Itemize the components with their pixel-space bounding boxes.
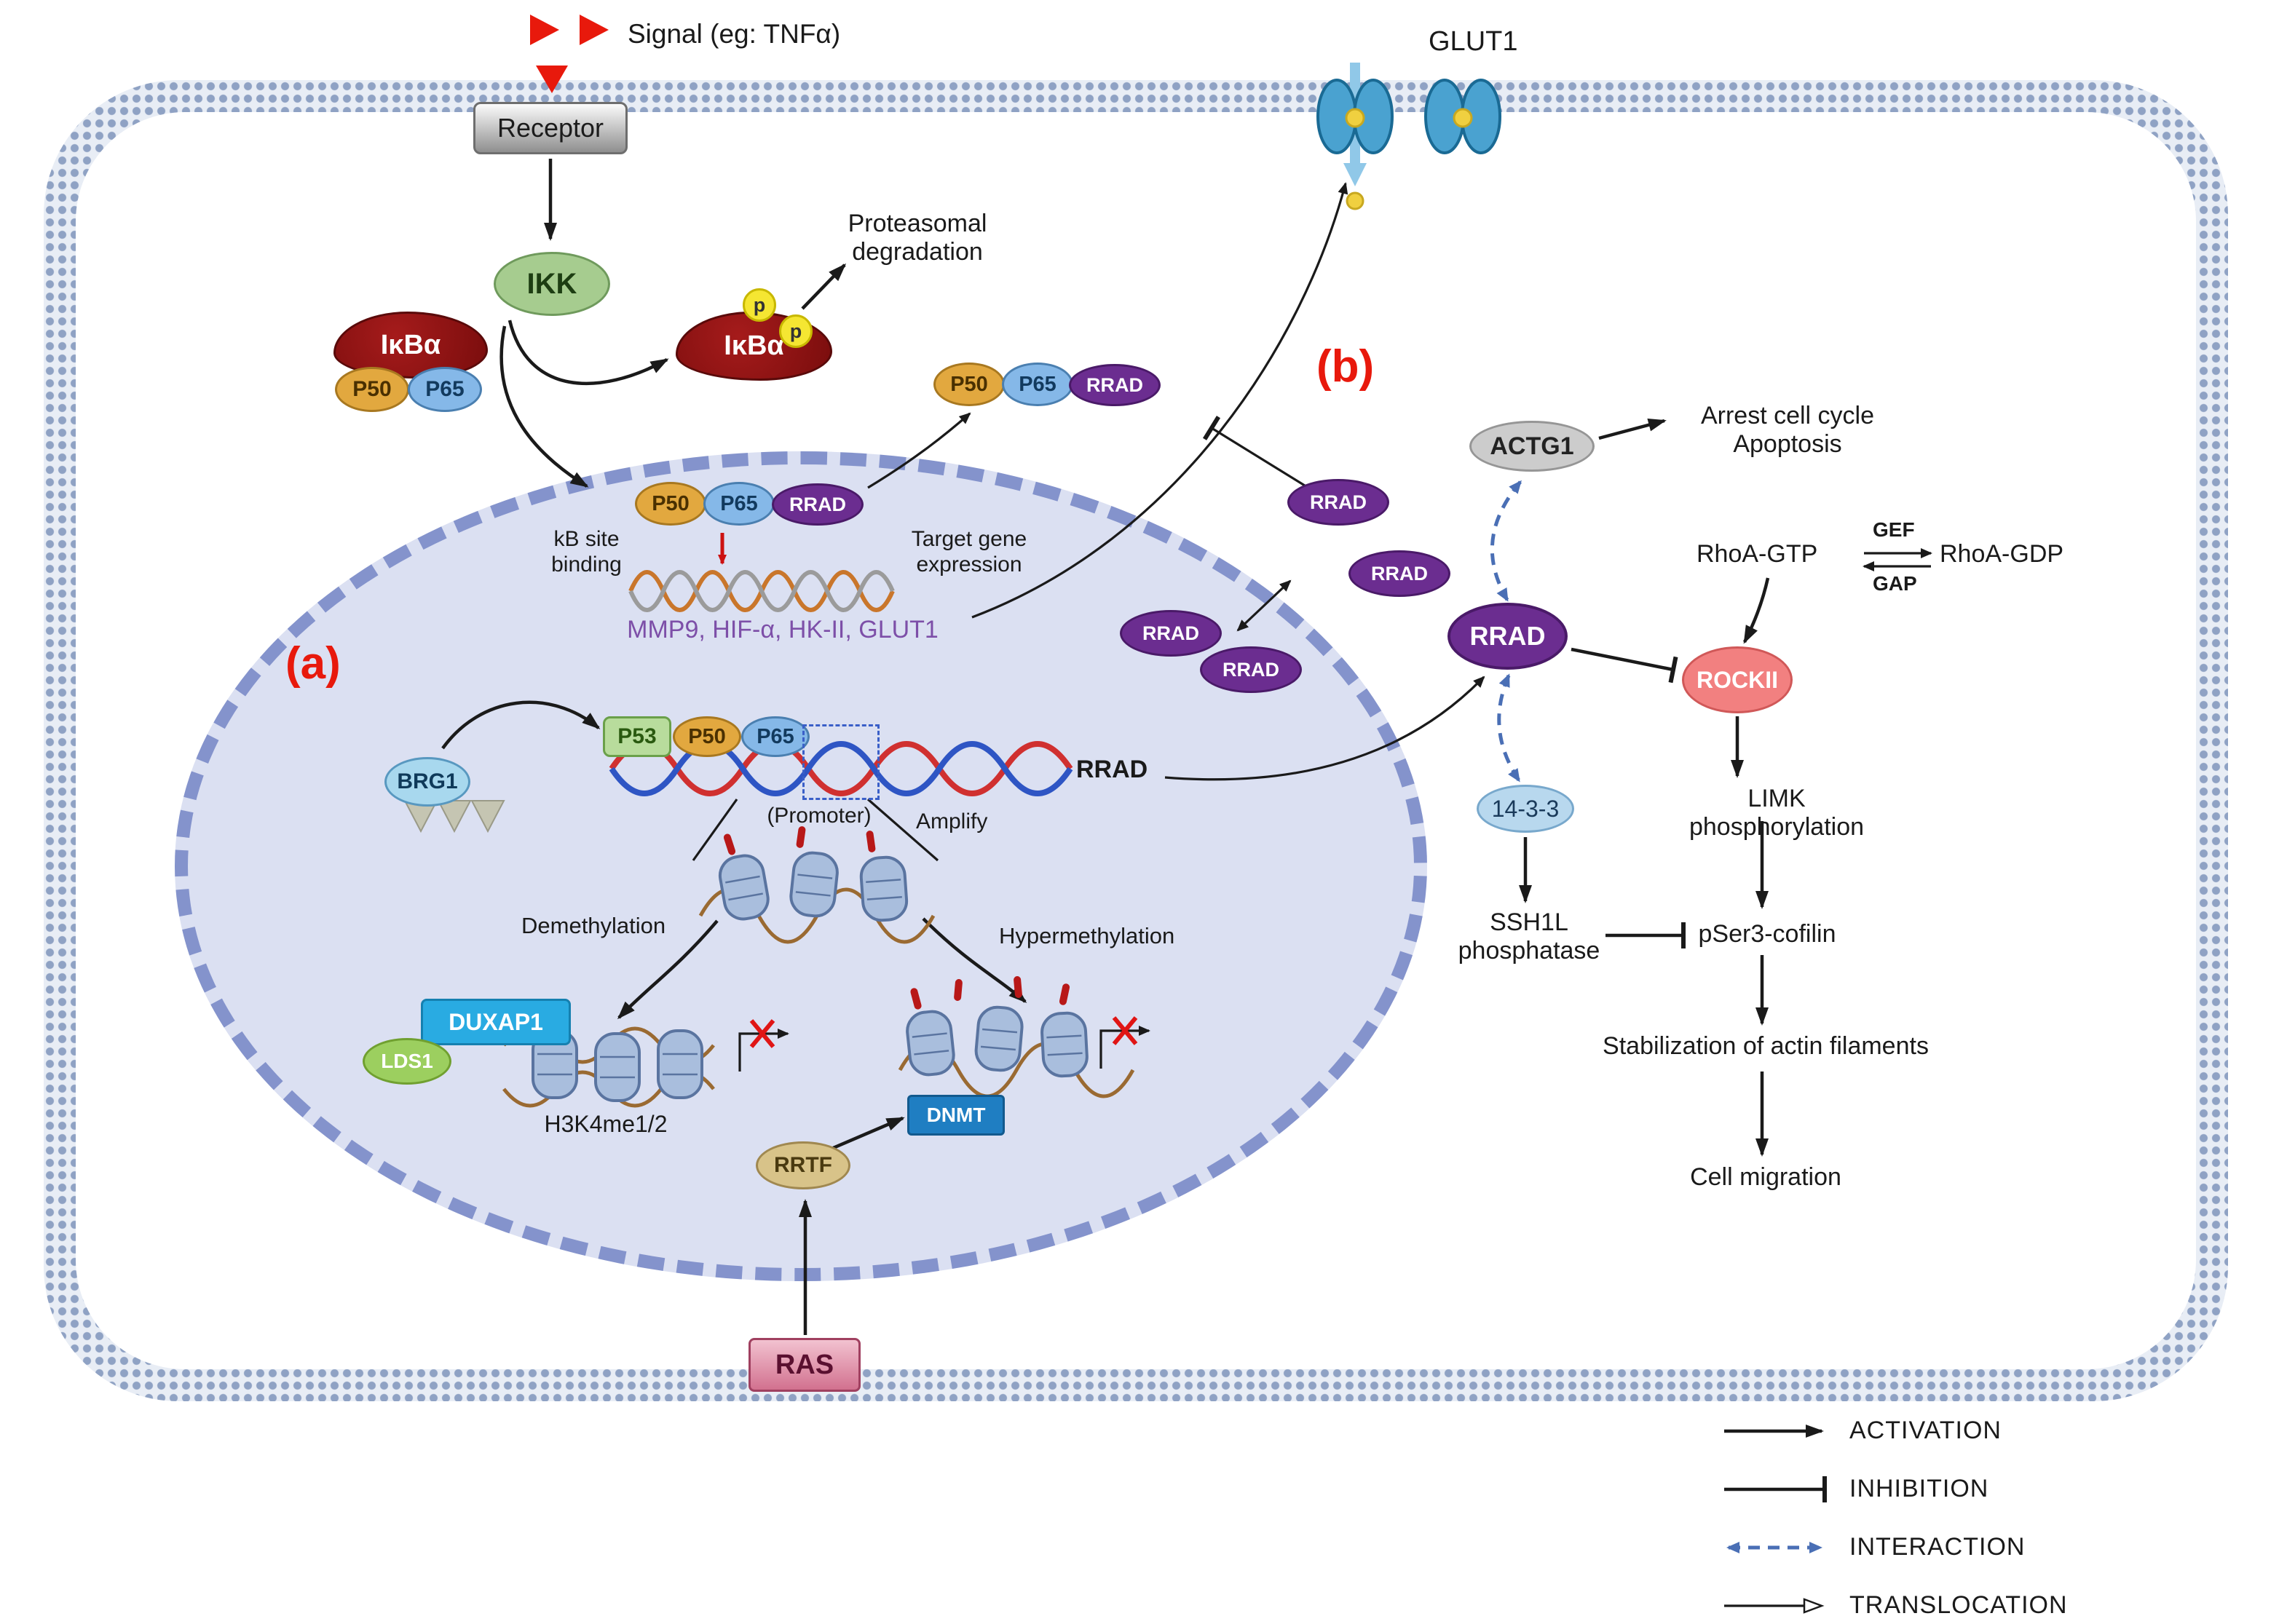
legend-activation-label: ACTIVATION — [1849, 1417, 2002, 1444]
ssh1l-label: SSH1L phosphatase — [1458, 908, 1600, 965]
limk-label: LIMK phosphorylation — [1688, 785, 1865, 841]
rrad-node: RRAD — [1069, 364, 1161, 406]
rrad-gene-label: RRAD — [1076, 756, 1148, 783]
signal-triangles-icon — [530, 15, 609, 93]
hypermethylation-label: Hypermethylation — [999, 923, 1175, 948]
amplify-label: Amplify — [916, 809, 988, 833]
rockii-node: ROCKII — [1682, 646, 1793, 713]
phospho-p-badge: p — [779, 314, 813, 348]
ras-node: RAS — [749, 1338, 861, 1392]
signal-label: Signal (eg: TNFα) — [628, 19, 841, 49]
dna-helix-rrad — [609, 741, 1073, 796]
inhibition-rrad-glut1 — [1202, 416, 1311, 491]
arrow-ikk-to-nucleus — [499, 325, 589, 488]
p65-node: P65 — [741, 716, 810, 757]
pser3-cofilin-label: pSer3-cofilin — [1698, 920, 1836, 948]
gef-label: GEF — [1873, 518, 1915, 541]
rrad-node: RRAD — [1348, 550, 1450, 597]
arrow-actg1-to-arrest — [1598, 418, 1667, 440]
p50-node: P50 — [673, 716, 741, 757]
arrow-rrtf-to-dnmt — [831, 1116, 905, 1151]
actg1-node: ACTG1 — [1469, 421, 1595, 472]
arrow-demethylation — [617, 919, 719, 1020]
duxap1-node: DUXAP1 — [421, 999, 571, 1045]
rrad-node: RRAD — [772, 483, 864, 526]
interaction-actg1-rrad — [1490, 480, 1522, 602]
h3k4me-label: H3K4me1/2 — [544, 1111, 668, 1137]
rrad-node: RRAD — [1200, 646, 1302, 693]
dna-helix-target-gene — [628, 570, 895, 612]
rrad-main-node: RRAD — [1447, 603, 1568, 670]
arrest-apoptosis-label: Arrest cell cycle Apoptosis — [1700, 402, 1875, 459]
kb-site-binding-label: kB site binding — [551, 527, 622, 577]
ikba-node: IκBα — [333, 312, 488, 379]
ikk-node: IKK — [494, 252, 610, 316]
phospho-p-badge: p — [743, 288, 776, 322]
arrow-complex-export — [867, 412, 971, 489]
legend-interaction-label: INTERACTION — [1849, 1533, 2026, 1561]
proteasomal-degradation-label: Proteasomal degradation — [848, 210, 987, 266]
glut1-label: GLUT1 — [1429, 26, 1518, 57]
arrow-ikk-to-phospho-ikba — [507, 320, 669, 386]
p50-node: P50 — [635, 482, 706, 526]
arrow-to-proteasomal-degradation — [801, 263, 847, 310]
arrow-rrad-shuttle — [1236, 579, 1292, 632]
gap-label: GAP — [1873, 572, 1917, 595]
receptor-box: Receptor — [473, 102, 628, 154]
lds1-node: LDS1 — [363, 1038, 451, 1085]
rrtf-node: RRTF — [756, 1141, 850, 1189]
brg1-claw-icon — [403, 800, 505, 833]
rrad-node: RRAD — [1287, 479, 1389, 526]
p65-node: P65 — [1002, 363, 1073, 406]
arrow-to-glut1 — [971, 182, 1348, 619]
dnmt-node: DNMT — [907, 1095, 1005, 1136]
arrow-rrad-gene-to-protein — [1164, 676, 1485, 781]
target-gene-expression-label: Target gene expression — [911, 527, 1027, 577]
rhoa-gdp-label: RhoA-GDP — [1940, 540, 2064, 568]
inhibition-rrad-rockii — [1571, 647, 1678, 684]
panel-a-label: (a) — [285, 638, 341, 689]
rhoa-gtp-label: RhoA-GTP — [1697, 540, 1818, 568]
demethylation-label: Demethylation — [521, 913, 666, 938]
nucleosome-cluster-right — [898, 976, 1150, 1098]
nucleosome-cluster-left — [502, 1019, 789, 1108]
p50-node: P50 — [933, 363, 1005, 406]
p65-node: P65 — [408, 367, 482, 412]
arrow-brg1-to-complex — [441, 700, 601, 750]
rrad-node: RRAD — [1120, 610, 1222, 657]
brg1-node: BRG1 — [384, 757, 470, 807]
promoter-label: (Promoter) — [767, 804, 872, 828]
legend-translocation-label: TRANSLOCATION — [1849, 1591, 2068, 1619]
arrow-rhoa-to-rockii — [1742, 577, 1770, 644]
glut1-transporter-icons — [1316, 63, 1501, 210]
fourteen-three-three-node: 14-3-3 — [1477, 785, 1574, 833]
cell-migration-label: Cell migration — [1690, 1163, 1841, 1191]
stabilization-label: Stabilization of actin filaments — [1603, 1032, 1929, 1060]
nucleosome-cluster-center — [698, 826, 936, 944]
promoter-focus-box — [802, 724, 880, 800]
legend-symbols — [1724, 1425, 1827, 1614]
p65-node: P65 — [703, 482, 775, 526]
promoter-zoom-lines — [692, 798, 939, 862]
interaction-rrad-1433 — [1497, 673, 1521, 783]
p50-node: P50 — [335, 367, 409, 412]
p53-node: P53 — [603, 716, 671, 757]
target-genes-list: MMP9, HIF-α, HK-II, GLUT1 — [627, 616, 939, 643]
panel-b-label: (b) — [1316, 341, 1375, 392]
legend-inhibition-label: INHIBITION — [1849, 1475, 1989, 1502]
